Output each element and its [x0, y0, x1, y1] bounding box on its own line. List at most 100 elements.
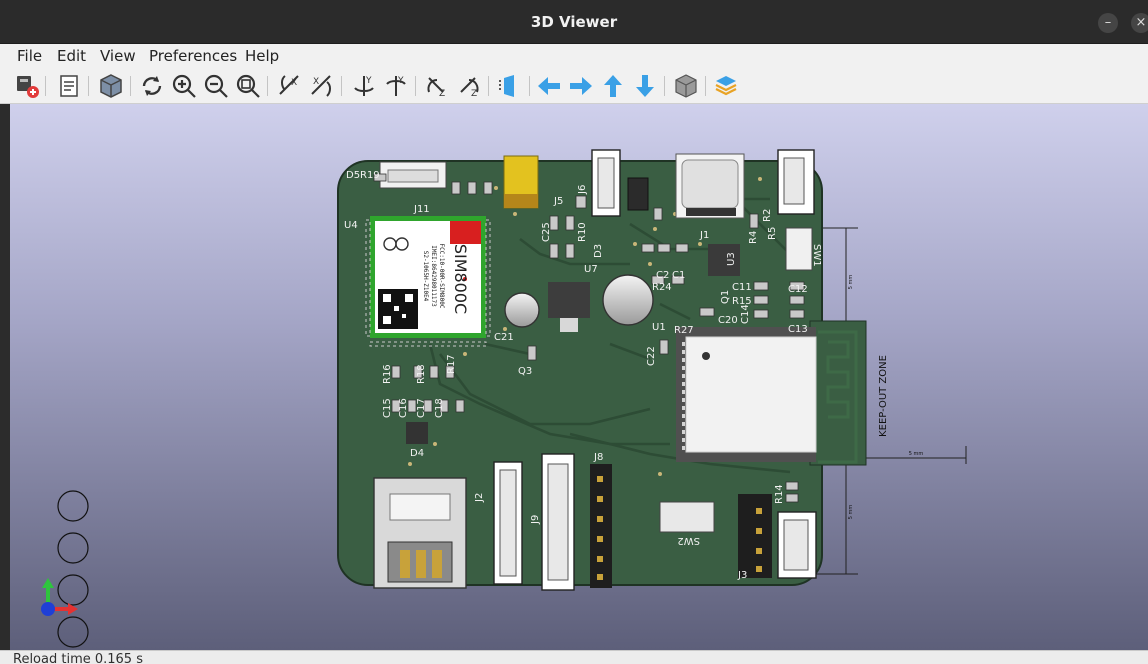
- zoom-out-icon: [204, 74, 228, 98]
- label-sw1: SW1: [811, 244, 822, 267]
- rotate-z-ccw-button[interactable]: Z: [423, 72, 451, 100]
- rotate-x-ccw-icon: X: [279, 75, 299, 95]
- pan-right-icon: [570, 77, 592, 95]
- sim-module-imei: IMEI:864298011173: [430, 245, 437, 307]
- menu-bar: File Edit View Preferences Help: [0, 44, 1148, 68]
- rotate-icon: [142, 76, 162, 96]
- toolbar-separator: [415, 76, 416, 96]
- label-c21: C21: [494, 332, 514, 343]
- rotate-z-cw-button[interactable]: Z: [455, 72, 483, 100]
- connector-top-right: [777, 149, 815, 215]
- connector-j5: [503, 155, 539, 209]
- header-j3: [738, 494, 772, 578]
- reload-board-icon: [17, 76, 39, 98]
- label-r14: R14: [774, 484, 785, 504]
- label-d5: D5: [346, 170, 360, 181]
- rotate-x-cw-button[interactable]: X: [308, 72, 336, 100]
- connector-j6: [591, 149, 621, 217]
- rotate-y-ccw-button[interactable]: Y: [350, 72, 378, 100]
- toggle-orthographic-button[interactable]: [672, 72, 700, 100]
- label-r16: R16: [382, 364, 393, 384]
- rotate-y-cw-button[interactable]: Y: [382, 72, 410, 100]
- sim-module-code: S2-1065H-Z10E4: [422, 251, 429, 302]
- toolbar-separator: [267, 76, 268, 96]
- toolbar-separator: [130, 76, 131, 96]
- label-r24: R24: [652, 282, 672, 293]
- label-j2: J2: [474, 493, 485, 503]
- rotate-x-ccw-button[interactable]: X: [276, 72, 304, 100]
- connector-j2: [493, 461, 523, 585]
- label-r10: R10: [577, 222, 588, 242]
- zoom-fit-button[interactable]: [234, 72, 262, 100]
- connector-bottom-right: [777, 511, 817, 579]
- flip-view-button[interactable]: [496, 72, 524, 100]
- label-c13: C13: [788, 324, 808, 335]
- menu-file[interactable]: File: [17, 47, 43, 65]
- label-c11: C11: [732, 282, 752, 293]
- zoom-fit-icon: [236, 74, 260, 98]
- pan-left-button[interactable]: [535, 72, 563, 100]
- rotate-x-cw-icon: X: [311, 75, 331, 97]
- export-image-button[interactable]: [55, 72, 83, 100]
- status-text: Reload time 0.165 s: [13, 652, 143, 664]
- layers-button[interactable]: [712, 72, 740, 100]
- svg-text:X: X: [291, 78, 297, 88]
- smd-components: [373, 173, 805, 503]
- ic-u3: [708, 244, 740, 276]
- menu-edit[interactable]: Edit: [57, 47, 87, 65]
- rotate-button[interactable]: [138, 72, 166, 100]
- toolbar-separator: [529, 76, 530, 96]
- electrolytic-cap: [602, 274, 654, 326]
- zoom-out-button[interactable]: [202, 72, 230, 100]
- label-r15: R15: [732, 296, 752, 307]
- pan-right-button[interactable]: [567, 72, 595, 100]
- esp32-pins: [682, 342, 685, 450]
- toolbar-separator: [341, 76, 342, 96]
- sim-module-fcc: FCC:10-00R-SIM800C: [438, 243, 445, 308]
- label-c14: C14: [740, 304, 751, 324]
- layers-icon: [715, 76, 737, 96]
- axis-gizmo: [41, 578, 78, 616]
- label-sw2: SW2: [677, 535, 700, 546]
- svg-text:X: X: [313, 77, 319, 87]
- svg-text:Z: Z: [439, 89, 445, 99]
- pan-down-button[interactable]: [631, 72, 659, 100]
- pcb-render: SIM800C IMEI:864298011173 FCC:10-00R-SIM…: [41, 149, 967, 648]
- label-u4: U4: [344, 220, 358, 231]
- ic-d4: [406, 422, 428, 444]
- close-button[interactable]: ×: [1131, 13, 1148, 33]
- sim-module-name: SIM800C: [451, 244, 470, 314]
- label-q1: Q1: [720, 290, 731, 304]
- dim-label-top: 5 mm: [848, 275, 854, 290]
- svg-text:Y: Y: [365, 76, 372, 86]
- pan-up-icon: [604, 75, 622, 97]
- label-c2: C2: [656, 270, 669, 281]
- label-c15: C15: [382, 398, 393, 418]
- menu-help[interactable]: Help: [245, 47, 280, 65]
- toggle-orthographic-icon: [675, 74, 697, 98]
- menu-view[interactable]: View: [100, 47, 136, 65]
- menu-preferences[interactable]: Preferences: [149, 47, 238, 65]
- toolbar: X X Y Y Z Z: [0, 68, 1148, 104]
- zoom-in-button[interactable]: [170, 72, 198, 100]
- 3d-viewport[interactable]: SIM800C IMEI:864298011173 FCC:10-00R-SIM…: [10, 104, 1148, 650]
- reload-board-button[interactable]: [14, 72, 42, 100]
- minimize-button[interactable]: –: [1098, 13, 1118, 33]
- dim-label-bottom: 5 mm: [848, 505, 854, 520]
- svg-text:Z: Z: [471, 89, 477, 99]
- keepout-zone-label: KEEP-OUT ZONE: [878, 355, 889, 437]
- label-c12: C12: [788, 284, 808, 295]
- esp32-module: [676, 327, 858, 464]
- toolbar-separator: [705, 76, 706, 96]
- pan-left-icon: [538, 77, 560, 95]
- label-j9: J9: [530, 515, 541, 525]
- label-q3: Q3: [518, 366, 532, 377]
- pan-up-button[interactable]: [599, 72, 627, 100]
- navigation-circles: [57, 490, 89, 648]
- status-bar: Reload time 0.165 s: [0, 650, 1148, 664]
- board-properties-button[interactable]: [97, 72, 125, 100]
- label-c1: C1: [672, 270, 685, 281]
- switch-sw2: [659, 501, 715, 533]
- rotate-y-cw-icon: Y: [386, 76, 406, 96]
- label-d4: D4: [410, 448, 424, 459]
